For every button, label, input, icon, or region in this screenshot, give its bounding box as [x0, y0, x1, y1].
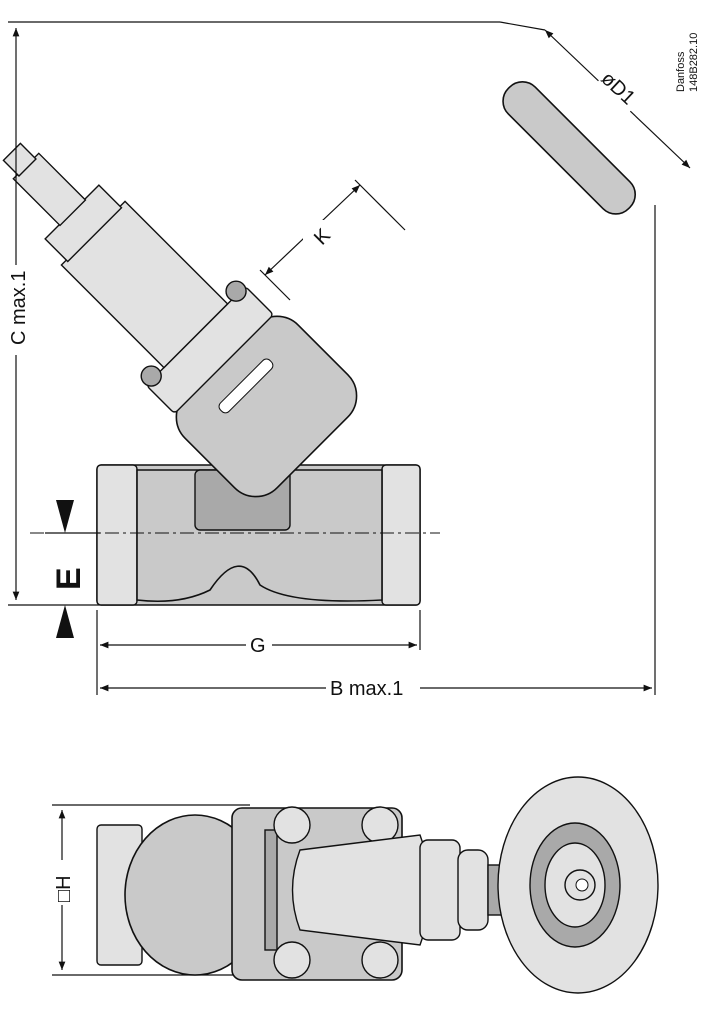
bonnet-top — [291, 834, 431, 946]
dimension-e-label: E — [50, 567, 88, 590]
side-view: C max.1 G B max.1 E K øD1 — [2, 21, 691, 700]
dimension-g-label: G — [250, 635, 266, 657]
manufacturer-label: Danfoss — [675, 51, 687, 92]
top-view: □H — [52, 776, 659, 994]
dimension-c-label: C max.1 — [8, 271, 30, 345]
drawing-number-label: 148B282.10 — [688, 33, 700, 92]
dimension-b-label: B max.1 — [330, 678, 403, 700]
dimension-h-label: □H — [53, 875, 75, 902]
drawing-reference: Danfoss 148B282.10 — [675, 33, 700, 92]
